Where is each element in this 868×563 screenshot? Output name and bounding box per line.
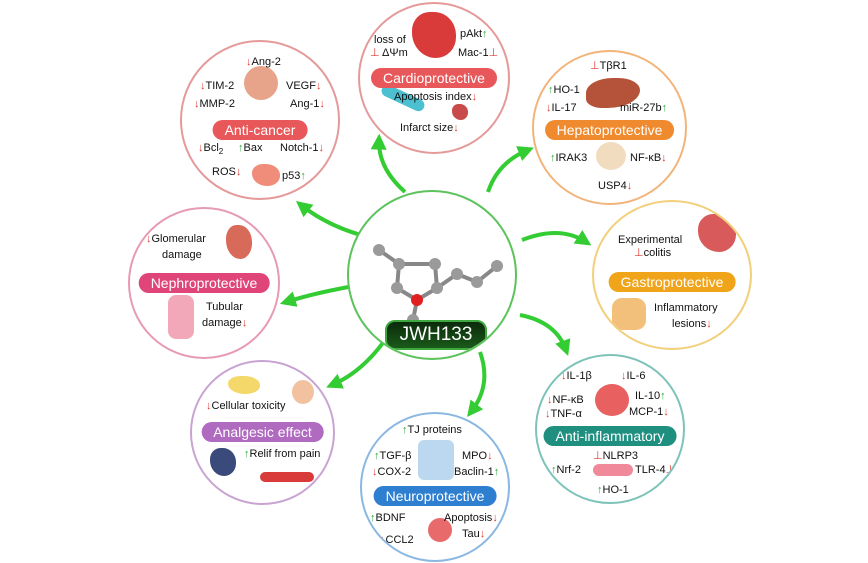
mpo-label: MPO↓ <box>462 450 493 462</box>
nlrp3-label: ⊥NLRP3 <box>593 450 639 462</box>
arrow-to-gastroprotective <box>521 230 592 246</box>
ang2-label: ↓Ang-2 <box>246 56 281 68</box>
mac1-label: Mac-1⊥ <box>458 47 499 59</box>
pain-patient-icon <box>228 376 260 394</box>
arrow-to-neuroprotective <box>467 351 487 418</box>
glomerular-label-line1: ↓Glomerular <box>146 233 206 245</box>
neuron-icon <box>428 518 452 542</box>
cancer-cell-icon <box>252 164 280 186</box>
analgesic-title: Analgesic effect <box>201 422 324 442</box>
loss-of-dpsim-label-line2: ⊥ ΔΨm <box>370 47 408 59</box>
gastroprotective-title: Gastroprotective <box>608 272 736 292</box>
lesions-label-line2: lesions↓ <box>672 318 712 330</box>
relief-label: ↑Relif from pain <box>244 448 321 460</box>
hepatoprotective-title: Hepatoprotective <box>544 120 675 140</box>
ros-label: ROS↓ <box>212 166 242 178</box>
kidney-icon <box>226 225 252 259</box>
vegf-label: VEGF↓ <box>286 80 322 92</box>
nephroprotective-title: Nephroprotective <box>138 273 270 293</box>
ho1-label: ↑HO-1 <box>548 84 580 96</box>
tgfb-label: ↑TGF-β <box>374 450 412 462</box>
apoptosis-index-label: Apoptosis index↓ <box>394 91 478 103</box>
molecule-model-icon <box>373 244 503 336</box>
neuroprotective-hub: ↑TJ proteins ↑TGF-β MPO↓ ↓COX-2 Baclin-1… <box>360 412 510 562</box>
nfkb-label: ↓NF-κB <box>547 394 584 406</box>
intestine-icon <box>612 298 646 330</box>
tim2-label: ↓TIM-2 <box>200 80 235 92</box>
gastroprotective-hub: Experimental ⊥colitis Gastroprotective I… <box>592 200 752 350</box>
face-icon <box>292 380 314 404</box>
cardioprotective-title: Cardioprotective <box>371 68 497 88</box>
tnfa-label: ↓TNF-α <box>545 408 582 420</box>
tumor-icon <box>244 66 278 100</box>
apoptosis-label: Apoptosis↓ <box>444 512 498 524</box>
pakt-label: pAkt↑ <box>460 28 488 40</box>
bax-label: ↑Bax <box>238 142 263 154</box>
bcl2-label: ↓Bcl2 <box>198 142 224 157</box>
arrow-to-antiinflammatory <box>519 313 571 357</box>
il1b-label: ↓IL-1β <box>561 370 592 382</box>
tubular-label-line2: damage↓ <box>202 317 248 329</box>
colitis-label-line1: Experimental <box>618 234 683 246</box>
lesions-label-line1: Inflammatory <box>654 302 718 314</box>
tbr1-label: ⊥TβR1 <box>590 60 627 72</box>
hepatoprotective-hub: ⊥TβR1 ↑HO-1 ↓IL-17 miR-27b↑ Hepatoprotec… <box>532 50 687 205</box>
nrf2-label: ↑Nrf-2 <box>551 464 581 476</box>
bbb-icon <box>418 440 454 480</box>
p53-label: p53↑ <box>282 170 306 182</box>
cox2-label: ↓COX-2 <box>372 466 412 478</box>
anticancer-title: Anti-cancer <box>212 120 308 140</box>
neuroprotective-title: Neuroprotective <box>373 486 497 506</box>
antiinflammatory-title: Anti-inflammatory <box>543 426 677 446</box>
il10-label: IL-10↑ <box>635 390 666 402</box>
ang1-label: Ang-1↓ <box>290 98 325 110</box>
infarct-size-label: Infarct size↓ <box>400 122 459 134</box>
compound-label: JWH133 <box>385 320 487 350</box>
macrophage-icon <box>596 142 626 170</box>
center-hub: JWH133 <box>347 190 517 360</box>
tissue-icon <box>452 104 468 120</box>
anticancer-hub: ↓Ang-2 ↓TIM-2 VEGF↓ ↓MMP-2 Ang-1↓ Anti-c… <box>180 40 340 200</box>
cardioprotective-hub: loss of ⊥ ΔΨm pAkt↑ Mac-1⊥ Cardioprotect… <box>358 2 510 154</box>
ccl2-label: ↓CCL2 <box>380 534 414 546</box>
arrow-to-hepatoprotective <box>486 146 534 193</box>
analgesic-hub: ↓Cellular toxicity Analgesic effect ↑Rel… <box>190 360 335 505</box>
colitis-label-line2: ⊥colitis <box>634 247 672 259</box>
usp4-label: USP4↓ <box>598 180 633 192</box>
heart-icon <box>412 12 456 58</box>
blood-vessel-icon <box>260 472 314 482</box>
tlr4-label: TLR-4⊥ <box>635 464 676 476</box>
irak3-label: ↑IRAK3 <box>550 152 588 164</box>
baclin1-label: Baclin-1↑ <box>454 466 500 478</box>
back-pain-icon <box>210 448 236 476</box>
ho1-label: ↑HO-1 <box>597 484 629 496</box>
notch1-label: Notch-1↓ <box>280 142 325 154</box>
nfkb-label: NF-κB↓ <box>630 152 667 164</box>
loss-of-dpsim-label-line1: loss of <box>374 34 406 46</box>
inflamed-tissue-icon <box>593 464 633 476</box>
il17-label: ↓IL-17 <box>546 102 577 114</box>
mcp1-label: MCP-1↓ <box>629 406 669 418</box>
tubular-label-line1: Tubular <box>206 301 243 313</box>
antiinflammatory-hub: ↓IL-1β ↓IL-6 ↓NF-κB IL-10↑ ↓TNF-α MCP-1↓… <box>535 354 685 504</box>
tj-proteins-label: ↑TJ proteins <box>402 424 462 436</box>
glomerular-label-line2: damage <box>162 249 202 261</box>
arrow-to-analgesic <box>326 338 387 389</box>
nephroprotective-hub: ↓Glomerular damage Nephroprotective Tubu… <box>128 207 280 359</box>
cellular-toxicity-label: ↓Cellular toxicity <box>206 400 286 412</box>
il6-label: ↓IL-6 <box>621 370 646 382</box>
tau-label: Tau↓ <box>462 528 486 540</box>
inflamed-cell-icon <box>595 384 629 416</box>
mir27b-label: miR-27b↑ <box>620 102 668 114</box>
arrow-to-cardioprotective <box>370 133 407 194</box>
stomach-icon <box>698 214 736 252</box>
mmp2-label: ↓MMP-2 <box>194 98 235 110</box>
bdnf-label: ↑BDNF <box>370 512 406 524</box>
tubule-icon <box>168 295 194 339</box>
